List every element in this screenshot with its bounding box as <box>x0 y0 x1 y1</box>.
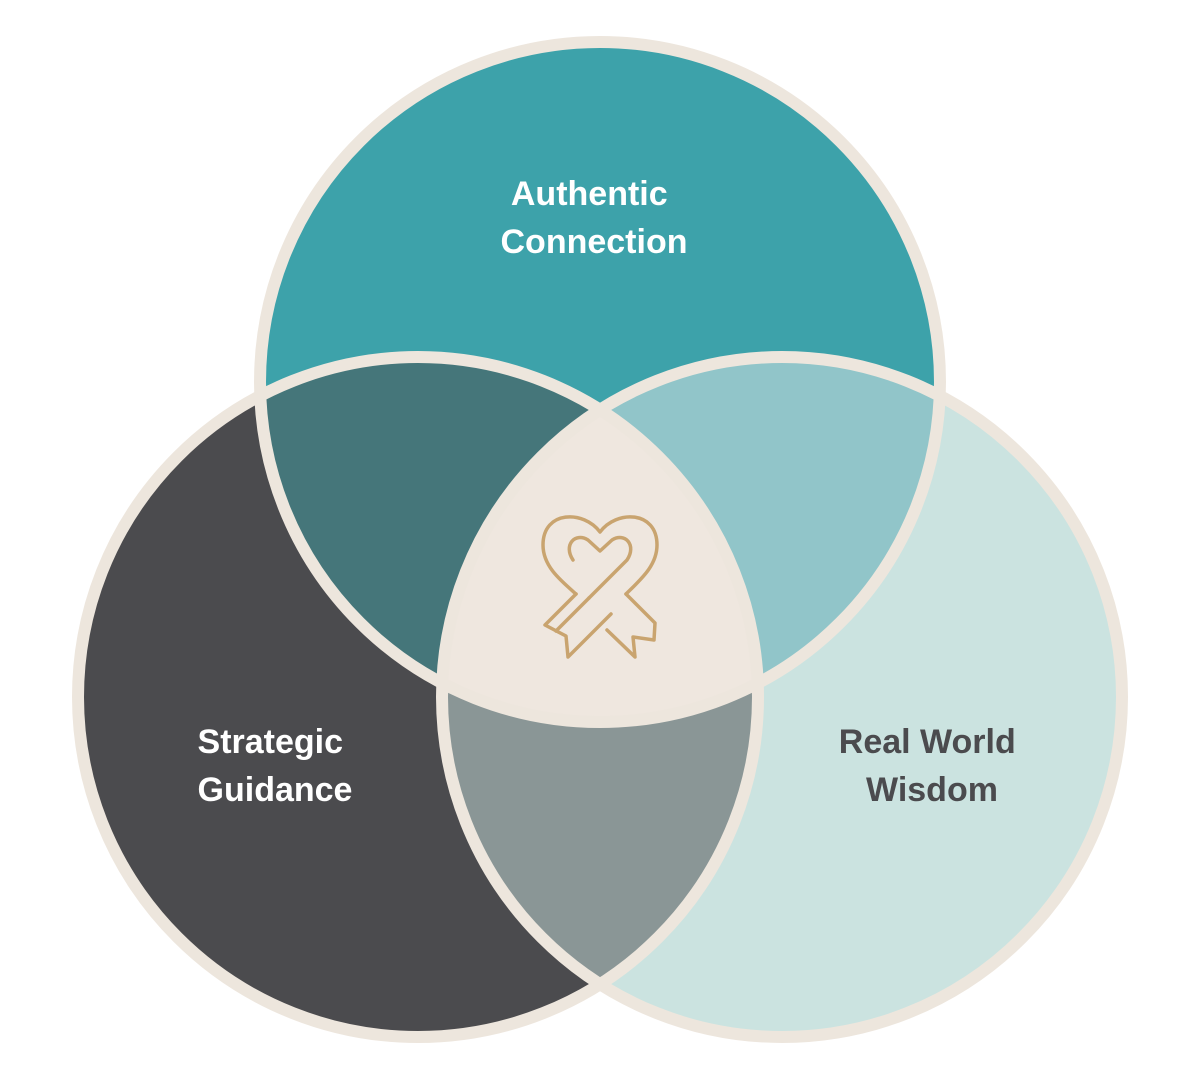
label-authentic-connection: Authentic Connection <box>501 175 688 261</box>
overlap-center <box>442 357 758 722</box>
outline-left <box>72 351 764 1043</box>
outline-right <box>436 351 1128 1043</box>
outline-top <box>254 36 946 728</box>
heart-ribbon-icon <box>541 515 659 659</box>
label-real-world-wisdom: Real World Wisdom <box>839 723 1025 809</box>
label-strategic-guidance: Strategic Guidance <box>198 723 353 809</box>
